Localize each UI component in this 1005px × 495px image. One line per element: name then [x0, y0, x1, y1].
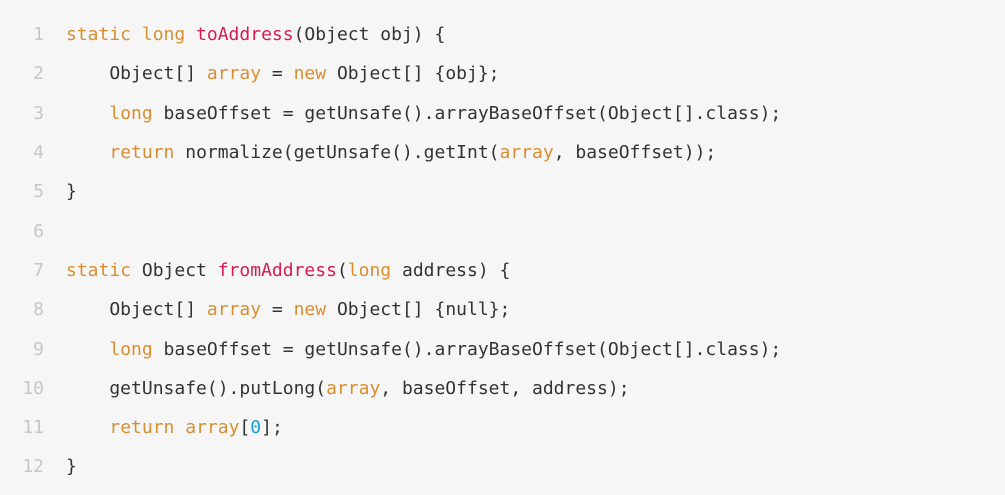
line-code: }	[66, 181, 1005, 202]
code-token: getUnsafe().putLong(	[66, 377, 327, 399]
line-number: 10	[22, 377, 44, 399]
line-number: 8	[33, 299, 44, 321]
code-token: ];	[261, 417, 283, 439]
line-code: getUnsafe().putLong(array, baseOffset, a…	[66, 378, 1005, 399]
code-token: static	[66, 24, 142, 46]
code-token: Object[] {null};	[326, 299, 511, 321]
code-token: baseOffset = getUnsafe().arrayBaseOffset…	[152, 338, 782, 360]
code-token: Object[]	[66, 299, 207, 321]
line-number: 12	[22, 456, 44, 478]
code-token: toAddress	[196, 24, 294, 46]
code-line: 3 long baseOffset = getUnsafe().arrayBas…	[0, 94, 1005, 133]
line-code: long baseOffset = getUnsafe().arrayBaseO…	[66, 103, 1005, 124]
code-token: (	[336, 259, 348, 281]
code-token	[66, 417, 109, 438]
line-number: 6	[33, 220, 44, 242]
code-line: 5}	[0, 172, 1005, 211]
code-token: Object[] {obj};	[326, 63, 500, 85]
line-code: long baseOffset = getUnsafe().arrayBaseO…	[66, 339, 1005, 360]
code-line: 4 return normalize(getUnsafe().getInt(ar…	[0, 133, 1005, 172]
code-token: }	[66, 181, 77, 203]
code-token: Object	[131, 259, 218, 281]
code-token: array	[206, 299, 262, 321]
line-code: }	[66, 456, 1005, 477]
line-number: 11	[22, 417, 44, 439]
code-token: array	[206, 63, 262, 85]
line-code: return array[0];	[66, 417, 1005, 438]
code-line: 6	[0, 211, 1005, 250]
line-number: 2	[33, 63, 44, 85]
code-line: 1 static long toAddress(Object obj) {	[0, 15, 1005, 54]
code-line: 2 Object[] array = new Object[] {obj};	[0, 54, 1005, 93]
code-token: long	[141, 24, 197, 46]
code-token: =	[261, 299, 294, 321]
line-number: 5	[33, 181, 44, 203]
code-line: 7 static Object fromAddress(long address)…	[0, 251, 1005, 290]
code-token: fromAddress	[217, 259, 337, 281]
code-token: new	[293, 63, 327, 85]
code-token: array	[326, 377, 381, 399]
code-token: normalize(getUnsafe().getInt(	[174, 142, 500, 164]
code-token	[66, 339, 109, 360]
code-token: array	[499, 142, 554, 164]
code-token	[66, 103, 109, 124]
code-token: return	[109, 142, 175, 164]
code-line: 8 Object[] array = new Object[] {null};	[0, 290, 1005, 329]
code-token: long	[109, 338, 153, 360]
line-code: Object[] array = new Object[] {obj};	[66, 63, 1005, 84]
code-token: , baseOffset));	[553, 142, 717, 164]
line-code: static long toAddress(Object obj) {	[66, 24, 1005, 45]
code-token: return	[109, 417, 175, 439]
code-token: =	[261, 63, 294, 85]
code-token: long	[347, 259, 392, 281]
code-token: }	[66, 456, 77, 478]
code-token: 0	[250, 417, 262, 439]
line-code: Object[] array = new Object[] {null};	[66, 299, 1005, 320]
code-token: baseOffset = getUnsafe().arrayBaseOffset…	[152, 102, 782, 124]
line-number: 1	[33, 24, 44, 46]
code-token: long	[109, 102, 153, 124]
code-token: Object[]	[66, 63, 207, 85]
code-token: new	[293, 299, 327, 321]
line-code: return normalize(getUnsafe().getInt(arra…	[66, 142, 1005, 163]
code-token: static	[66, 259, 132, 281]
line-number: 7	[33, 259, 44, 281]
code-token	[66, 142, 109, 163]
line-number: 4	[33, 142, 44, 164]
line-number: 3	[33, 102, 44, 124]
code-token: (Object obj) {	[293, 24, 446, 46]
code-token: [	[239, 417, 251, 439]
code-token: address) {	[391, 259, 511, 281]
line-number: 9	[33, 338, 44, 360]
code-line: 9 long baseOffset = getUnsafe().arrayBas…	[0, 329, 1005, 368]
code-line: 12}	[0, 447, 1005, 486]
line-code: static Object fromAddress(long address) …	[66, 260, 1005, 281]
code-line: 10 getUnsafe().putLong(array, baseOffset…	[0, 369, 1005, 408]
code-line: 11 return array[0];	[0, 408, 1005, 447]
code-token: array	[185, 417, 240, 439]
code-token: , baseOffset, address);	[380, 377, 630, 399]
code-token	[174, 417, 185, 438]
